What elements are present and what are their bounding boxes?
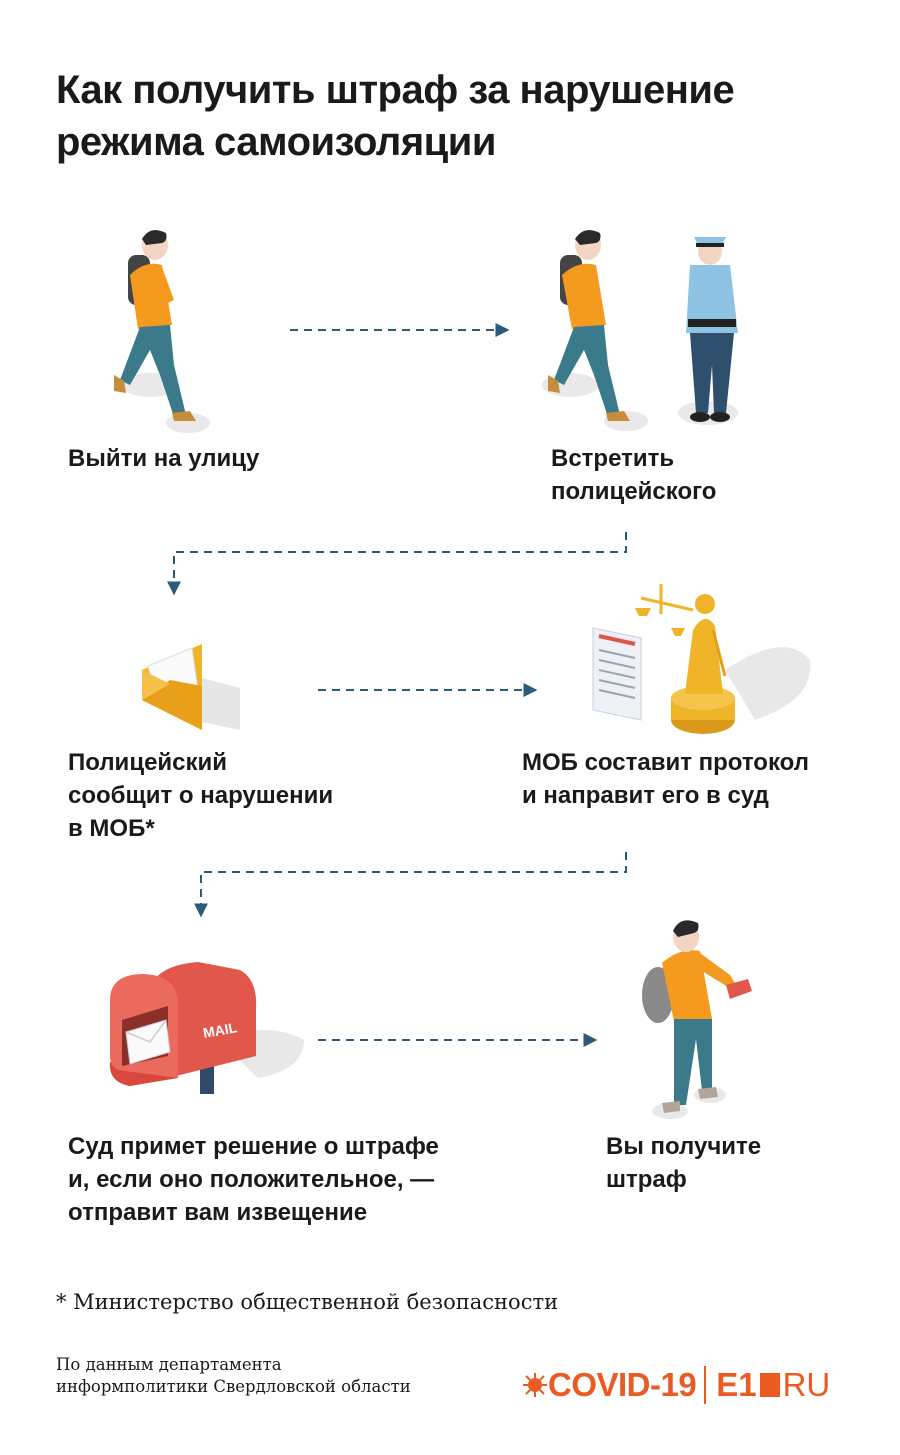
justice-statue-icon xyxy=(592,584,811,734)
mailbox-label: MAIL xyxy=(202,1019,239,1041)
brand-covid-text: COVID-19 xyxy=(548,1366,697,1403)
step-label-receive-fine: Вы получите штраф xyxy=(606,1133,762,1193)
person-and-police-officer-icon xyxy=(542,230,738,431)
brand-square-icon xyxy=(759,1373,780,1397)
step-label-meet-police: Встретить полицейского xyxy=(551,445,717,505)
connector-row1-to-row2 xyxy=(167,532,627,596)
step-label-police-report: Полицейский сообщит о нарушении в МОБ* xyxy=(68,749,334,842)
mailbox-icon: MAIL xyxy=(109,962,304,1094)
step-label-court-decision: Суд примет решение о штрафе и, если оно … xyxy=(68,1133,439,1226)
connector-row2-to-row3 xyxy=(194,852,627,918)
step-label-protocol: МОБ составит протокол и направит его в с… xyxy=(522,749,809,809)
footnote: * Министерство общественной безопасности xyxy=(56,1290,559,1314)
person-with-notice-icon xyxy=(642,920,752,1119)
brand-divider xyxy=(704,1366,707,1404)
walking-person-icon xyxy=(114,230,210,433)
brand-e1-text: E1 xyxy=(716,1366,757,1403)
page-title: Как получить штраф за нарушение режима с… xyxy=(56,64,856,168)
step-label-go-outside: Выйти на улицу xyxy=(68,445,260,472)
brand-logo: COVID-19 E1 RU xyxy=(522,1360,830,1410)
virus-icon xyxy=(523,1373,547,1397)
title-line-1: Как получить штраф за нарушение xyxy=(56,68,735,112)
envelope-icon xyxy=(142,644,240,730)
brand-ru-text: RU xyxy=(782,1366,831,1403)
title-line-2: режима самоизоляции xyxy=(56,120,496,164)
source-note: По данным департамента информполитики Св… xyxy=(56,1355,411,1396)
